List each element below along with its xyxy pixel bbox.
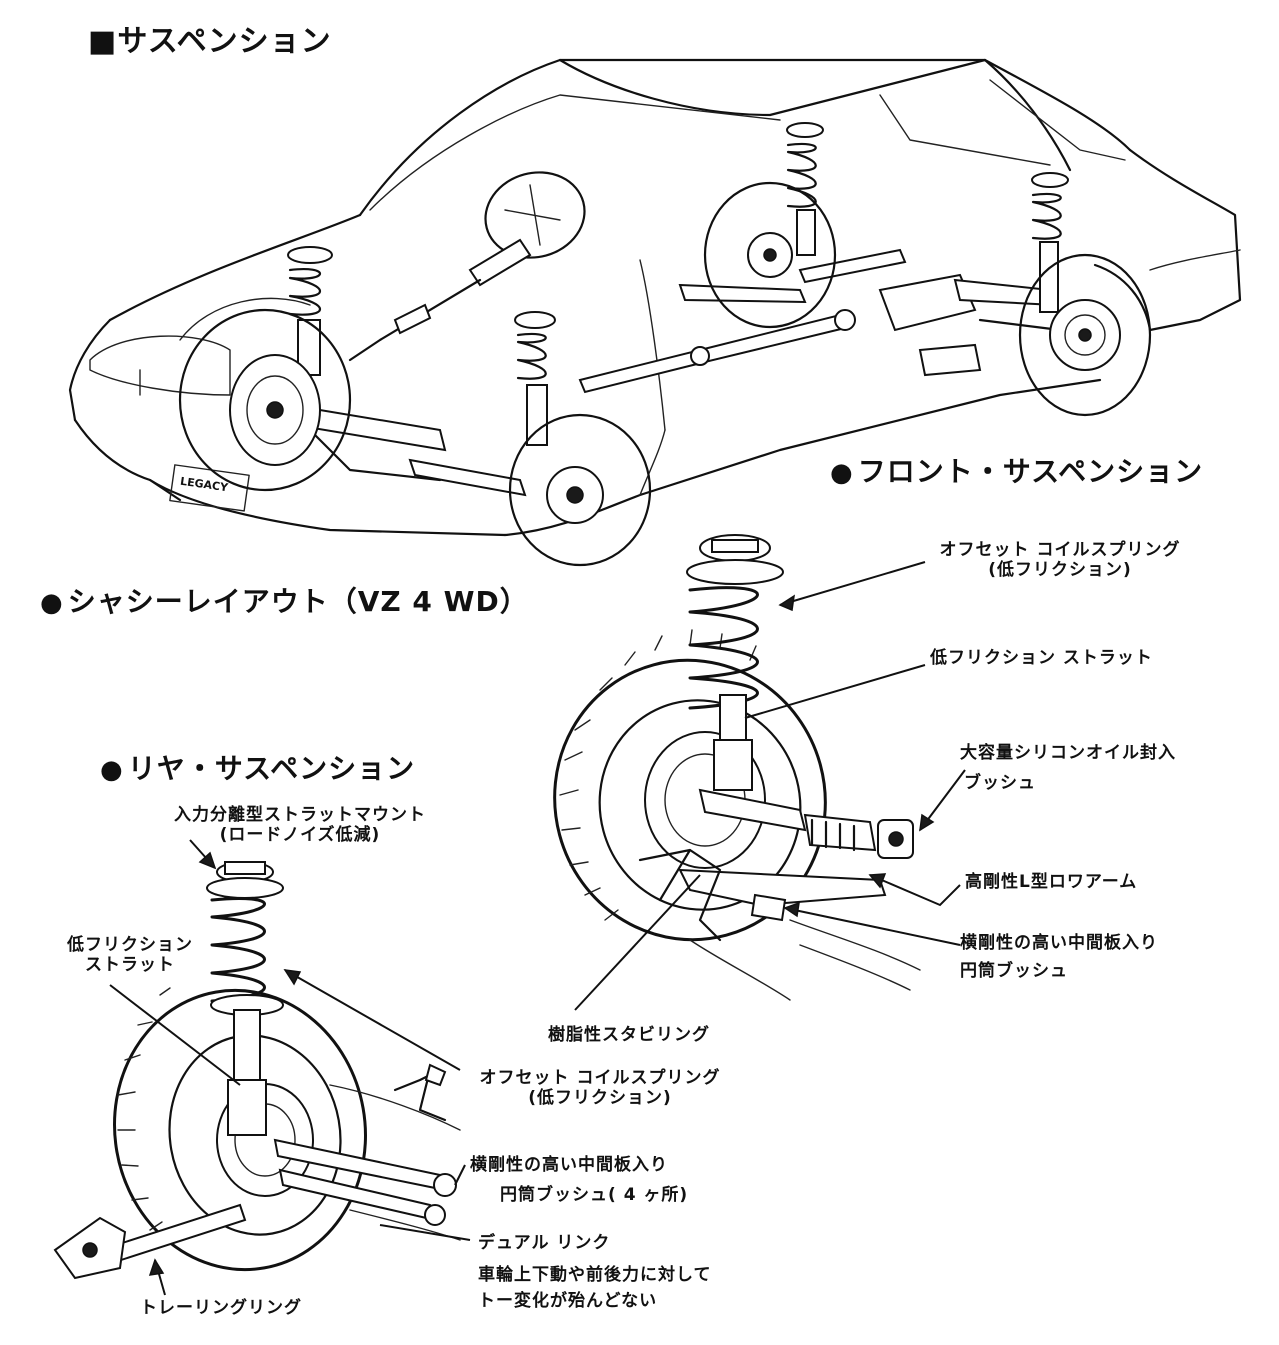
- label-line: 円筒ブッシュ: [960, 961, 1068, 982]
- label-line: トー変化が殆んどない: [478, 1291, 658, 1312]
- bullet: ●: [830, 458, 854, 488]
- car-rear-left-strut: [703, 122, 837, 329]
- bullet: ●: [40, 588, 64, 618]
- front-label-cylindrical-bush: 横剛性の高い中間板入り 円筒ブッシュ: [960, 933, 1158, 982]
- rear-label-trailing-link: トレーリングリング: [140, 1298, 302, 1318]
- section-front-suspension: ●フロント・サスペンション: [830, 455, 1203, 489]
- section-chassis-label: シャシーレイアウト（VZ 4 WD）: [67, 585, 529, 618]
- front-label-silicone-bush: 大容量シリコンオイル封入 ブッシュ: [960, 743, 1176, 794]
- page-title: ■サスペンション: [88, 24, 332, 59]
- section-rear-suspension: ●リヤ・サスペンション: [100, 752, 415, 786]
- rear-label-low-friction-strut: 低フリクション ストラット: [55, 935, 205, 976]
- label-line: (低フリクション): [988, 560, 1132, 581]
- label-line: 車輪上下動や前後力に対して: [478, 1265, 712, 1285]
- section-chassis-layout: ●シャシーレイアウト（VZ 4 WD）: [40, 585, 529, 619]
- label-line: 円筒ブッシュ( 4 ヶ所): [500, 1185, 689, 1206]
- label-line: (ロードノイズ低減): [219, 825, 381, 846]
- rear-label-offset-coil: オフセット コイルスプリング (低フリクション): [455, 1068, 745, 1109]
- rear-suspension-assembly: [53, 861, 461, 1280]
- label-line: オフセット コイルスプリング: [939, 540, 1181, 560]
- label-line: (低フリクション): [528, 1088, 672, 1109]
- label-line: 大容量シリコンオイル封入: [960, 743, 1176, 763]
- label-line: ストラット: [85, 955, 175, 976]
- front-label-low-friction-strut: 低フリクション ストラット: [930, 648, 1153, 668]
- label-line: 横剛性の高い中間板入り: [960, 933, 1158, 953]
- rear-label-dual-link-note: 車輪上下動や前後力に対して トー変化が殆んどない: [478, 1265, 712, 1312]
- bullet: ●: [100, 755, 124, 785]
- front-label-l-lower-arm: 高剛性L型ロワアーム: [965, 872, 1138, 892]
- label-line: 横剛性の高い中間板入り: [470, 1155, 668, 1175]
- chassis-internals: [258, 171, 1062, 497]
- rear-label-cylindrical-bush: 横剛性の高い中間板入り 円筒ブッシュ( 4 ヶ所): [470, 1155, 688, 1206]
- rear-label-dual-link: デュアル リンク: [478, 1233, 611, 1253]
- car-front-left-strut: [229, 246, 333, 466]
- front-suspension-assembly: [553, 534, 921, 1001]
- section-front-label: フロント・サスペンション: [857, 455, 1204, 488]
- label-line: 入力分離型ストラットマウント: [174, 805, 426, 825]
- label-line: オフセット コイルスプリング: [479, 1068, 721, 1088]
- car-front-left-wheel: [178, 308, 352, 492]
- car-rear-right-strut: [1018, 172, 1152, 417]
- label-line: ブッシュ: [964, 773, 1036, 794]
- rear-label-strut-mount: 入力分離型ストラットマウント (ロードノイズ低減): [140, 805, 460, 846]
- car-front-right-strut: [508, 311, 652, 567]
- front-label-stabilizer: 樹脂性スタビリング: [548, 1025, 710, 1045]
- leader-lines: [109, 561, 966, 1296]
- front-label-offset-coil: オフセット コイルスプリング (低フリクション): [920, 540, 1200, 581]
- label-line: 低フリクション: [67, 935, 193, 955]
- section-rear-label: リヤ・サスペンション: [127, 752, 416, 785]
